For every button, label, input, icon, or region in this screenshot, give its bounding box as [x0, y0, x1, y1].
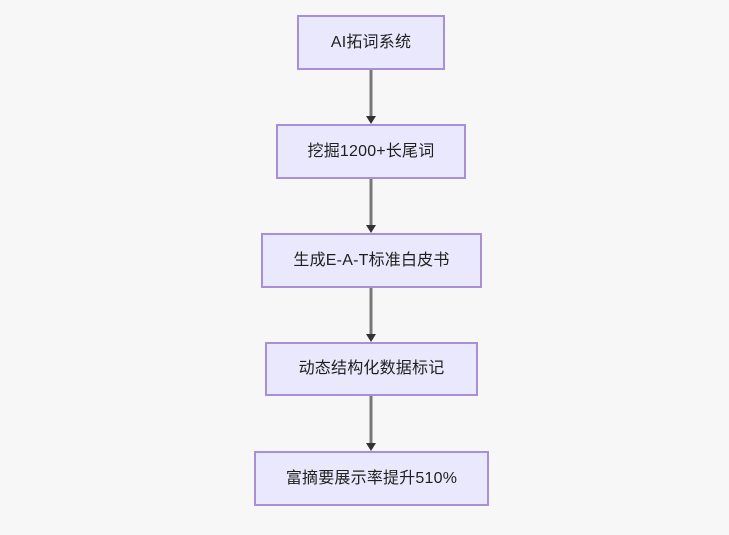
edge-line-icon — [369, 288, 373, 335]
flow-node-label: 富摘要展示率提升510% — [285, 469, 458, 487]
flow-node-n4[interactable]: 动态结构化数据标记 — [265, 342, 478, 396]
flow-node-label: AI拓词系统 — [330, 33, 412, 51]
edge-line-icon — [369, 396, 373, 444]
arrowhead-down-icon — [366, 334, 376, 342]
flow-node-n5[interactable]: 富摘要展示率提升510% — [254, 451, 489, 506]
arrowhead-down-icon — [366, 443, 376, 451]
flow-node-label: 动态结构化数据标记 — [298, 360, 445, 378]
flow-node-label: 挖掘1200+长尾词 — [307, 142, 435, 160]
flow-node-label: 生成E-A-T标准白皮书 — [293, 251, 450, 269]
flow-node-n3[interactable]: 生成E-A-T标准白皮书 — [261, 233, 482, 288]
arrowhead-down-icon — [366, 116, 376, 124]
flow-node-n2[interactable]: 挖掘1200+长尾词 — [276, 124, 466, 179]
edge-line-icon — [369, 70, 373, 117]
arrowhead-down-icon — [366, 225, 376, 233]
flow-node-n1[interactable]: AI拓词系统 — [297, 15, 445, 70]
edge-line-icon — [369, 179, 373, 226]
